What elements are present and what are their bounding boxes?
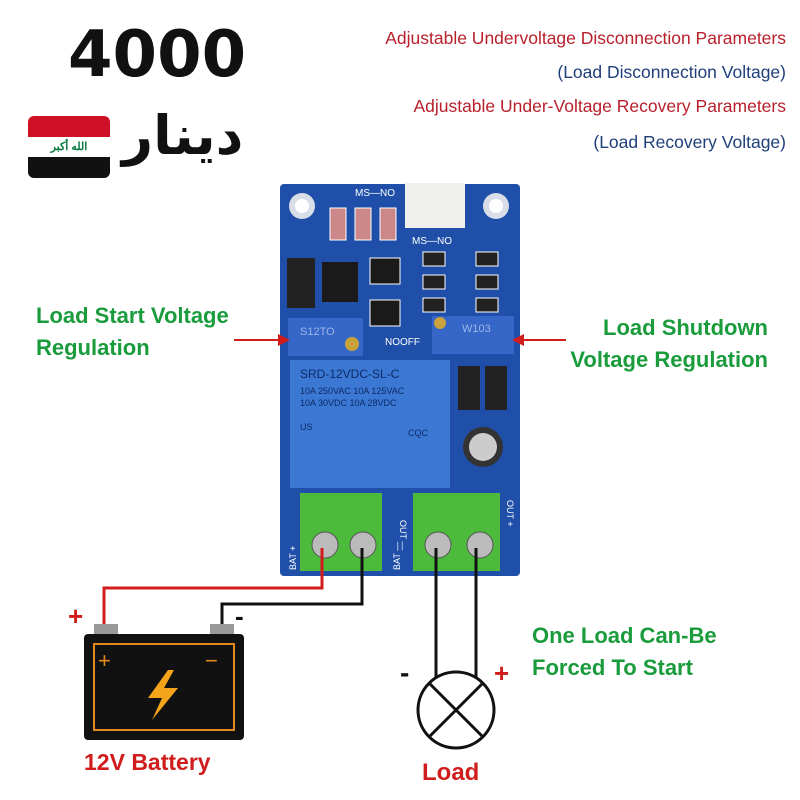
iraq-flag-icon: الله أكبر <box>28 116 110 178</box>
load-minus-sign: - <box>400 657 409 688</box>
battery-label: 12V Battery <box>84 749 211 775</box>
battery-minus-sign: - <box>235 601 244 631</box>
load-shutdown-label: Load Shutdown Voltage Regulation <box>563 312 768 376</box>
off-label: OFF <box>400 337 420 348</box>
undervoltage-recovery-title: Adjustable Under-Voltage Recovery Parame… <box>413 96 786 116</box>
load-start-label: Load Start Voltage Regulation <box>36 300 229 364</box>
arrow-left-icon <box>234 334 290 346</box>
lightning-bolt-icon <box>148 670 178 720</box>
load-start-line1: Load Start Voltage <box>36 303 229 328</box>
out-minus-label: OUT — <box>398 520 408 550</box>
load-plus-sign: + <box>494 658 509 688</box>
battery-plus-sign: + <box>68 601 83 631</box>
forced-start-line1: One Load Can-Be <box>532 623 717 648</box>
pot-left-code: S12TO <box>300 326 335 338</box>
forced-start-line2: Forced To Start <box>532 655 693 680</box>
load-start-line2: Regulation <box>36 335 150 360</box>
battery-icon: +− <box>84 624 244 740</box>
relay-rating-1: 10A 250VAC 10A 125VAC <box>300 386 405 396</box>
bat-plus-label: BAT + <box>288 546 298 570</box>
battery-negative-wire <box>220 548 364 628</box>
out-plus-label: OUT + <box>505 500 515 527</box>
relay-cert: US <box>300 422 313 432</box>
relay-rating-2: 10A 30VDC 10A 28VDC <box>300 398 397 408</box>
ms-no-label: MS—NO <box>412 236 452 247</box>
price-amount: 4000 <box>68 18 247 92</box>
relay-brand: CQC <box>408 428 429 438</box>
svg-text:+: + <box>98 648 111 673</box>
battery-positive-wire <box>102 548 324 628</box>
load-shutdown-line1: Load Shutdown <box>603 315 768 340</box>
flag-inscription: الله أكبر <box>28 136 110 158</box>
bat-minus-label: BAT — <box>392 542 402 570</box>
arrow-right-icon <box>512 334 566 346</box>
no-label: NO <box>385 337 400 348</box>
ms-no-top-label: MS—NO <box>355 188 395 199</box>
pot-right-code: W103 <box>462 323 491 335</box>
load-label: Load <box>422 759 479 786</box>
load-shutdown-line2: Voltage Regulation <box>570 347 768 372</box>
undervoltage-disconnection-title: Adjustable Undervoltage Disconnection Pa… <box>385 28 786 48</box>
relay-module-board: MS—NO MS—NO S12TO W103 NO OFF SRD-12VDC-… <box>280 183 520 576</box>
svg-text:−: − <box>205 648 218 673</box>
load-disconnection-voltage: (Load Disconnection Voltage) <box>557 62 786 82</box>
forced-start-label: One Load Can-Be Forced To Start <box>532 620 717 684</box>
lamp-load-icon <box>416 670 496 750</box>
price-currency: دينار <box>122 104 244 167</box>
load-recovery-voltage: (Load Recovery Voltage) <box>593 132 786 152</box>
relay-model: SRD-12VDC-SL-C <box>300 367 400 381</box>
